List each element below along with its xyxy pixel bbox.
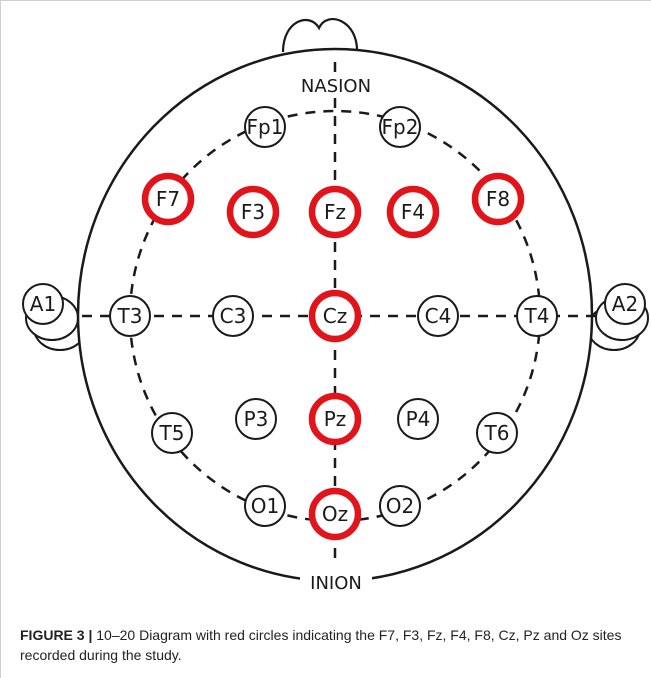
electrode-a2: A2 xyxy=(604,283,646,325)
electrode-label-fp2: Fp2 xyxy=(382,115,419,139)
electrode-fz: Fz xyxy=(308,185,362,239)
figure-caption: FIGURE 3 | 10–20 Diagram with red circle… xyxy=(20,625,630,665)
electrode-t6: T6 xyxy=(476,412,518,454)
electrode-ring-f3 xyxy=(226,185,280,239)
electrode-label-c3: C3 xyxy=(220,304,247,328)
electrode-ring-o2 xyxy=(379,485,421,527)
nasion-label: NASION xyxy=(301,76,371,97)
electrode-fp1: Fp1 xyxy=(244,106,286,148)
electrode-ring-pz xyxy=(308,392,362,446)
electrode-ring-t5 xyxy=(151,412,193,454)
electrode-label-a1: A1 xyxy=(30,292,56,316)
caption-text: 10–20 Diagram with red circles indicatin… xyxy=(20,627,622,663)
electrode-f8: F8 xyxy=(471,172,525,226)
electrode-c4: C4 xyxy=(417,295,459,337)
electrode-c3: C3 xyxy=(212,295,254,337)
electrode-label-c4: C4 xyxy=(425,304,452,328)
electrode-label-fz: Fz xyxy=(324,200,346,224)
electrode-label-p3: P3 xyxy=(244,407,269,431)
electrode-f4: F4 xyxy=(386,185,440,239)
electrode-ring-t6 xyxy=(476,412,518,454)
figure-label: FIGURE 3 | xyxy=(20,627,93,643)
electrode-p3: P3 xyxy=(235,398,277,440)
electrode-label-f4: F4 xyxy=(401,200,425,224)
electrode-ring-t4 xyxy=(516,295,558,337)
electrode-label-f8: F8 xyxy=(486,187,510,211)
electrode-ring-c4 xyxy=(417,295,459,337)
electrode-ring-c3 xyxy=(212,295,254,337)
electrode-label-pz: Pz xyxy=(324,407,347,431)
electrode-label-a2: A2 xyxy=(612,292,638,316)
electrode-ring-f4 xyxy=(386,185,440,239)
electrode-label-t5: T5 xyxy=(159,421,185,445)
electrode-f3: F3 xyxy=(226,185,280,239)
electrode-ring-fz xyxy=(308,185,362,239)
electrode-label-p4: P4 xyxy=(406,407,431,431)
electrode-ring-p4 xyxy=(397,398,439,440)
electrode-label-f3: F3 xyxy=(241,200,265,224)
electrode-label-t4: T4 xyxy=(524,304,550,328)
inion-label: INION xyxy=(310,573,362,594)
electrode-oz: Oz xyxy=(308,487,362,541)
electrode-t3: T3 xyxy=(109,295,151,337)
electrode-ring-f7 xyxy=(141,172,195,226)
electrode-ring-t3 xyxy=(109,295,151,337)
electrode-ring-o1 xyxy=(244,485,286,527)
electrode-t4: T4 xyxy=(516,295,558,337)
electrode-label-cz: Cz xyxy=(323,304,347,328)
electrode-pz: Pz xyxy=(308,392,362,446)
electrode-ring-cz xyxy=(308,289,362,343)
electrode-ring-oz xyxy=(308,487,362,541)
electrode-f7: F7 xyxy=(141,172,195,226)
electrode-t5: T5 xyxy=(151,412,193,454)
electrode-cz: Cz xyxy=(308,289,362,343)
electrode-fp2: Fp2 xyxy=(379,106,421,148)
electrode-label-o1: O1 xyxy=(251,494,279,518)
electrode-ring-fp2 xyxy=(379,106,421,148)
electrode-label-t6: T6 xyxy=(484,421,510,445)
electrode-p4: P4 xyxy=(397,398,439,440)
electrode-label-fp1: Fp1 xyxy=(247,115,284,139)
nose-outline xyxy=(281,18,359,53)
electrode-ring-a1 xyxy=(22,283,64,325)
electrode-a1: A1 xyxy=(22,283,64,325)
electrode-o1: O1 xyxy=(244,485,286,527)
electrode-ring-p3 xyxy=(235,398,277,440)
electrode-o2: O2 xyxy=(379,485,421,527)
electrode-label-o2: O2 xyxy=(386,494,414,518)
electrode-label-oz: Oz xyxy=(322,502,348,526)
electrode-label-f7: F7 xyxy=(156,187,180,211)
electrode-ring-a2 xyxy=(604,283,646,325)
electrode-ring-f8 xyxy=(471,172,525,226)
electrode-label-t3: T3 xyxy=(117,304,143,328)
electrode-ring-fp1 xyxy=(244,106,286,148)
